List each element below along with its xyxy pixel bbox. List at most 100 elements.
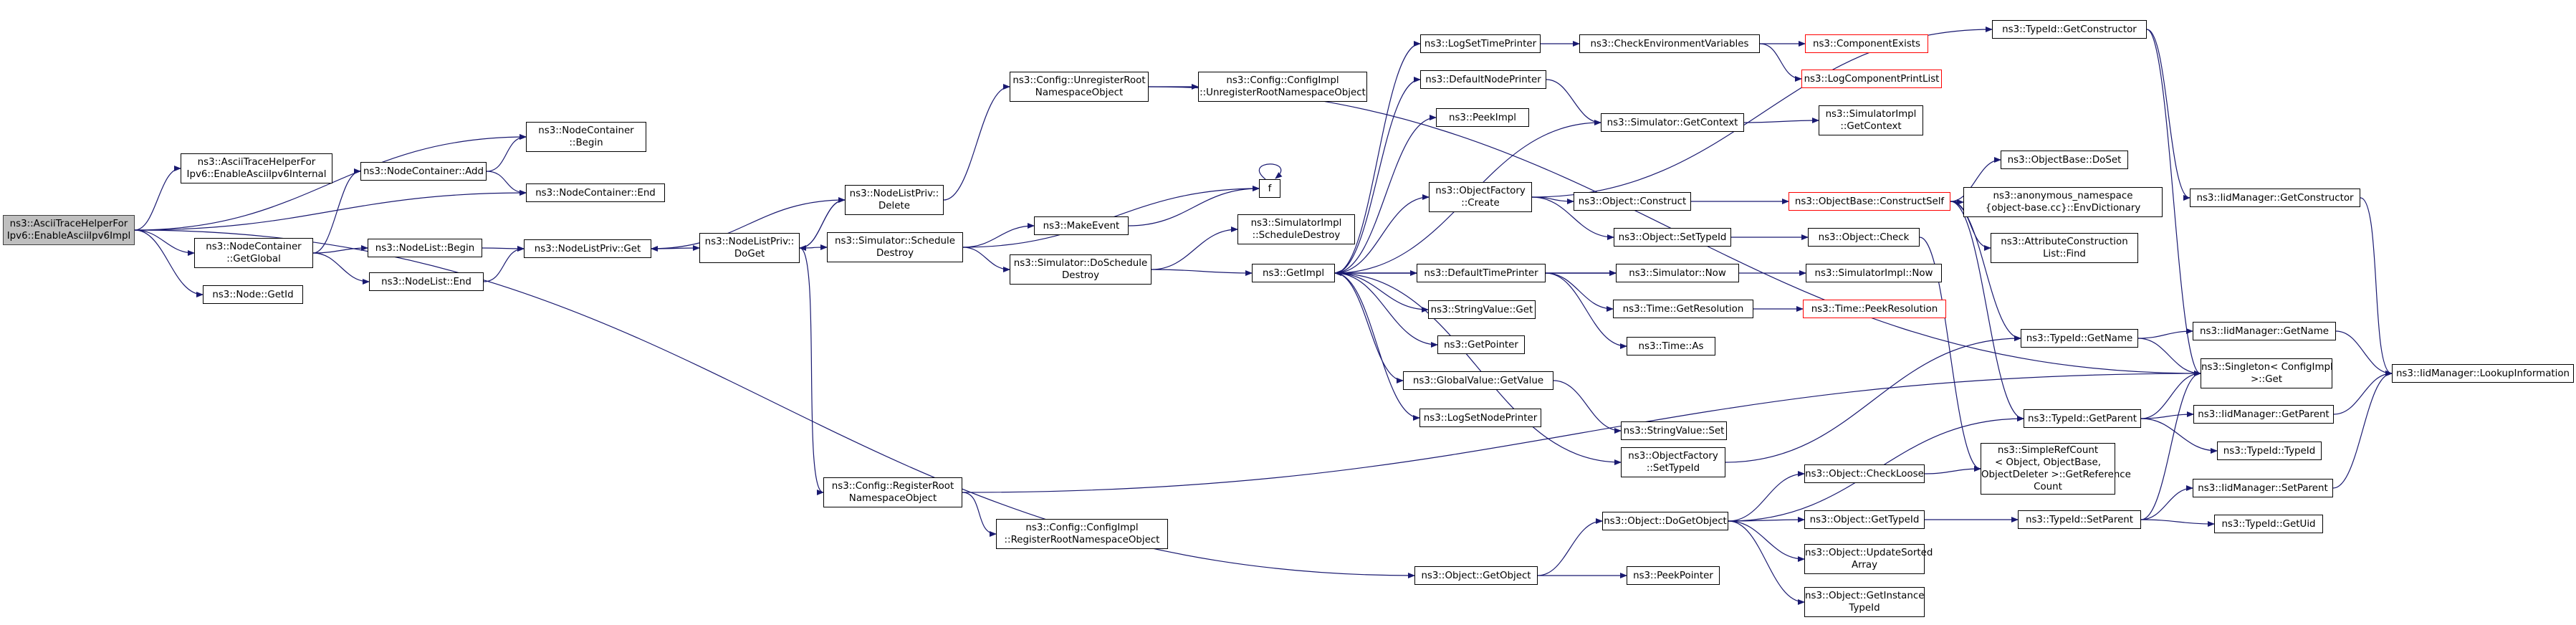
node-label-line: ns3::ObjectFactory — [1628, 451, 1718, 462]
node-label-line: ObjectDeleter >::GetReference — [1981, 469, 2131, 480]
node-label-line: ::GetGlobal — [226, 254, 281, 264]
node-obj-dogetobject[interactable]: ns3::Object::DoGetObject — [1602, 512, 1728, 530]
node-nl-end[interactable]: ns3::NodeList::End — [369, 272, 484, 291]
node-label-line: ns3::TypeId::SetParent — [2025, 514, 2134, 525]
node-default-node[interactable]: ns3::DefaultNodePrinter — [1420, 70, 1546, 89]
node-getimpl[interactable]: ns3::GetImpl — [1252, 264, 1335, 282]
node-label-line: ns3::StringValue::Set — [1623, 425, 1725, 436]
edge-typeid-getname-to-iid-getname — [2137, 328, 2193, 339]
node-label-line: ns3::SimulatorImpl — [1250, 218, 1342, 229]
node-iid-getparent[interactable]: ns3::IidManager::GetParent — [2193, 405, 2334, 424]
node-time-getres[interactable]: ns3::Time::GetResolution — [1613, 300, 1753, 318]
node-nlp-doget[interactable]: ns3::NodeListPriv::DoGet — [699, 233, 800, 263]
node-ob-doset[interactable]: ns3::ObjectBase::DoSet — [2001, 151, 2128, 169]
node-simimpl-schedule-destroy[interactable]: ns3::SimulatorImpl::ScheduleDestroy — [1237, 214, 1355, 244]
node-log-comp-print[interactable]: ns3::LogComponentPrintList — [1801, 70, 1942, 88]
node-nlp-get[interactable]: ns3::NodeListPriv::Get — [524, 239, 651, 258]
node-nc-begin[interactable]: ns3::NodeContainer::Begin — [526, 122, 646, 152]
node-obj-getobject[interactable]: ns3::Object::GetObject — [1414, 566, 1538, 585]
node-label-line: ns3::NodeListPriv::Get — [534, 243, 641, 254]
node-make-event[interactable]: ns3::MakeEvent — [1034, 216, 1129, 235]
node-anon-envdict[interactable]: ns3::anonymous_namespace{object-base.cc}… — [1963, 187, 2163, 217]
node-ob-constructself[interactable]: ns3::ObjectBase::ConstructSelf — [1789, 192, 1950, 211]
edge-typeid-getparent-to-singleton-get — [2140, 371, 2201, 419]
node-check-env[interactable]: ns3::CheckEnvironmentVariables — [1579, 34, 1760, 53]
node-of-create[interactable]: ns3::ObjectFactory::Create — [1429, 182, 1532, 212]
node-obj-checkloose[interactable]: ns3::Object::CheckLoose — [1804, 464, 1925, 483]
node-label-line: ns3::TypeId::GetName — [2026, 333, 2133, 344]
node-obj-check[interactable]: ns3::Object::Check — [1808, 228, 1920, 247]
edge-root-to-obj-getobject — [134, 229, 1415, 578]
node-typeid-getparent[interactable]: ns3::TypeId::GetParent — [2024, 409, 2141, 428]
edge-nc-getglobal-to-nc-add — [312, 168, 361, 254]
node-of-settypeid[interactable]: ns3::ObjectFactory::SetTypeId — [1621, 447, 1725, 477]
node-default-time[interactable]: ns3::DefaultTimePrinter — [1417, 264, 1546, 282]
node-label-line: ns3::NodeContainer — [538, 125, 634, 136]
node-iid-setparent[interactable]: ns3::IidManager::SetParent — [2193, 479, 2333, 497]
edge-nlp-doget-to-cfg-register — [799, 247, 824, 495]
node-sv-set[interactable]: ns3::StringValue::Set — [1621, 421, 1727, 440]
node-label-line: ns3::CheckEnvironmentVariables — [1590, 38, 1749, 49]
node-label-line: ::GetContext — [1840, 121, 1902, 132]
node-iid-lookup[interactable]: ns3::IidManager::LookupInformation — [2392, 364, 2574, 383]
node-obj-construct[interactable]: ns3::Object::Construct — [1574, 192, 1691, 211]
node-peekpointer[interactable]: ns3::PeekPointer — [1627, 566, 1720, 585]
node-nc-end[interactable]: ns3::NodeContainer::End — [526, 183, 665, 202]
node-cfgimpl-unregister[interactable]: ns3::Config::ConfigImpl::UnregisterRootN… — [1198, 72, 1367, 102]
node-simimpl-now[interactable]: ns3::SimulatorImpl::Now — [1806, 264, 1942, 282]
node-label-line: ::RegisterRootNamespaceObject — [1004, 535, 1160, 545]
node-nc-add[interactable]: ns3::NodeContainer::Add — [360, 162, 487, 181]
node-gv-getvalue[interactable]: ns3::GlobalValue::GetValue — [1403, 371, 1553, 390]
edge-check-env-to-log-comp-print — [1759, 43, 1802, 82]
node-sim-getcontext[interactable]: ns3::Simulator::GetContext — [1601, 113, 1744, 132]
node-time-as[interactable]: ns3::Time::As — [1627, 337, 1715, 356]
node-nlp-delete[interactable]: ns3::NodeListPriv::Delete — [845, 185, 944, 215]
node-logset-node[interactable]: ns3::LogSetNodePrinter — [1419, 409, 1541, 427]
node-iid-getname[interactable]: ns3::IidManager::GetName — [2193, 322, 2336, 340]
node-label-line: Count — [2034, 482, 2062, 492]
node-node-getid[interactable]: ns3::Node::GetId — [203, 285, 303, 304]
node-getpointer[interactable]: ns3::GetPointer — [1437, 335, 1525, 354]
node-sv-get[interactable]: ns3::StringValue::Get — [1428, 300, 1536, 319]
edge-typeid-getconstructor-to-singleton-get — [2146, 29, 2201, 376]
edge-getimpl-to-default-node — [1334, 77, 1421, 274]
node-typeid-getconstructor[interactable]: ns3::TypeId::GetConstructor — [1992, 20, 2147, 39]
node-typeid-getname[interactable]: ns3::TypeId::GetName — [2021, 329, 2138, 348]
node-typeid-typeid[interactable]: ns3::TypeId::TypeId — [2217, 442, 2322, 460]
node-typeid-getuid[interactable]: ns3::TypeId::GetUid — [2214, 515, 2323, 533]
edge-ob-constructself-to-typeid-getparent — [1950, 201, 2024, 421]
node-nl-begin[interactable]: ns3::NodeList::Begin — [368, 239, 482, 257]
node-sim-now[interactable]: ns3::Simulator::Now — [1616, 264, 1739, 282]
node-comp-exists[interactable]: ns3::ComponentExists — [1805, 34, 1928, 53]
node-peekimpl[interactable]: ns3::PeekImpl — [1436, 108, 1529, 127]
node-label-line: ns3::GetPointer — [1444, 339, 1518, 350]
node-singleton-get[interactable]: ns3::Singleton< ConfigImpl >::Get — [2201, 358, 2333, 388]
node-label-line: ns3::NodeContainer — [206, 242, 302, 252]
node-obj-gettypeid[interactable]: ns3::Object::GetTypeId — [1804, 510, 1925, 529]
node-label-line: ns3::DefaultTimePrinter — [1424, 267, 1538, 279]
edge-getimpl-to-of-create — [1334, 194, 1430, 274]
node-label-line: ns3::ComponentExists — [1812, 38, 1921, 49]
node-iid-getconstructor[interactable]: ns3::IidManager::GetConstructor — [2190, 189, 2360, 207]
node-label-line: ns3::IidManager::GetName — [2199, 325, 2330, 337]
node-cfgimpl-register[interactable]: ns3::Config::ConfigImpl::RegisterRootNam… — [996, 519, 1168, 549]
edge-nlp-delete-to-nlp-get — [651, 199, 846, 252]
node-obj-settypeid[interactable]: ns3::Object::SetTypeId — [1614, 228, 1731, 247]
node-simimpl-getcontext[interactable]: ns3::SimulatorImpl::GetContext — [1819, 105, 1923, 135]
node-typeid-setparent[interactable]: ns3::TypeId::SetParent — [2018, 510, 2141, 529]
node-f[interactable]: f — [1259, 179, 1280, 198]
node-time-peekres[interactable]: ns3::Time::PeekResolution — [1803, 300, 1946, 318]
node-label-line: ns3::NodeList::Begin — [375, 242, 475, 254]
node-nc-getglobal[interactable]: ns3::NodeContainer::GetGlobal — [194, 238, 313, 268]
edge-nlp-delete-to-cfg-unregister — [943, 84, 1010, 201]
node-simple-refcount[interactable]: ns3::SimpleRefCount< Object, ObjectBase,… — [1981, 443, 2131, 495]
node-logset-time[interactable]: ns3::LogSetTimePrinter — [1420, 34, 1541, 53]
